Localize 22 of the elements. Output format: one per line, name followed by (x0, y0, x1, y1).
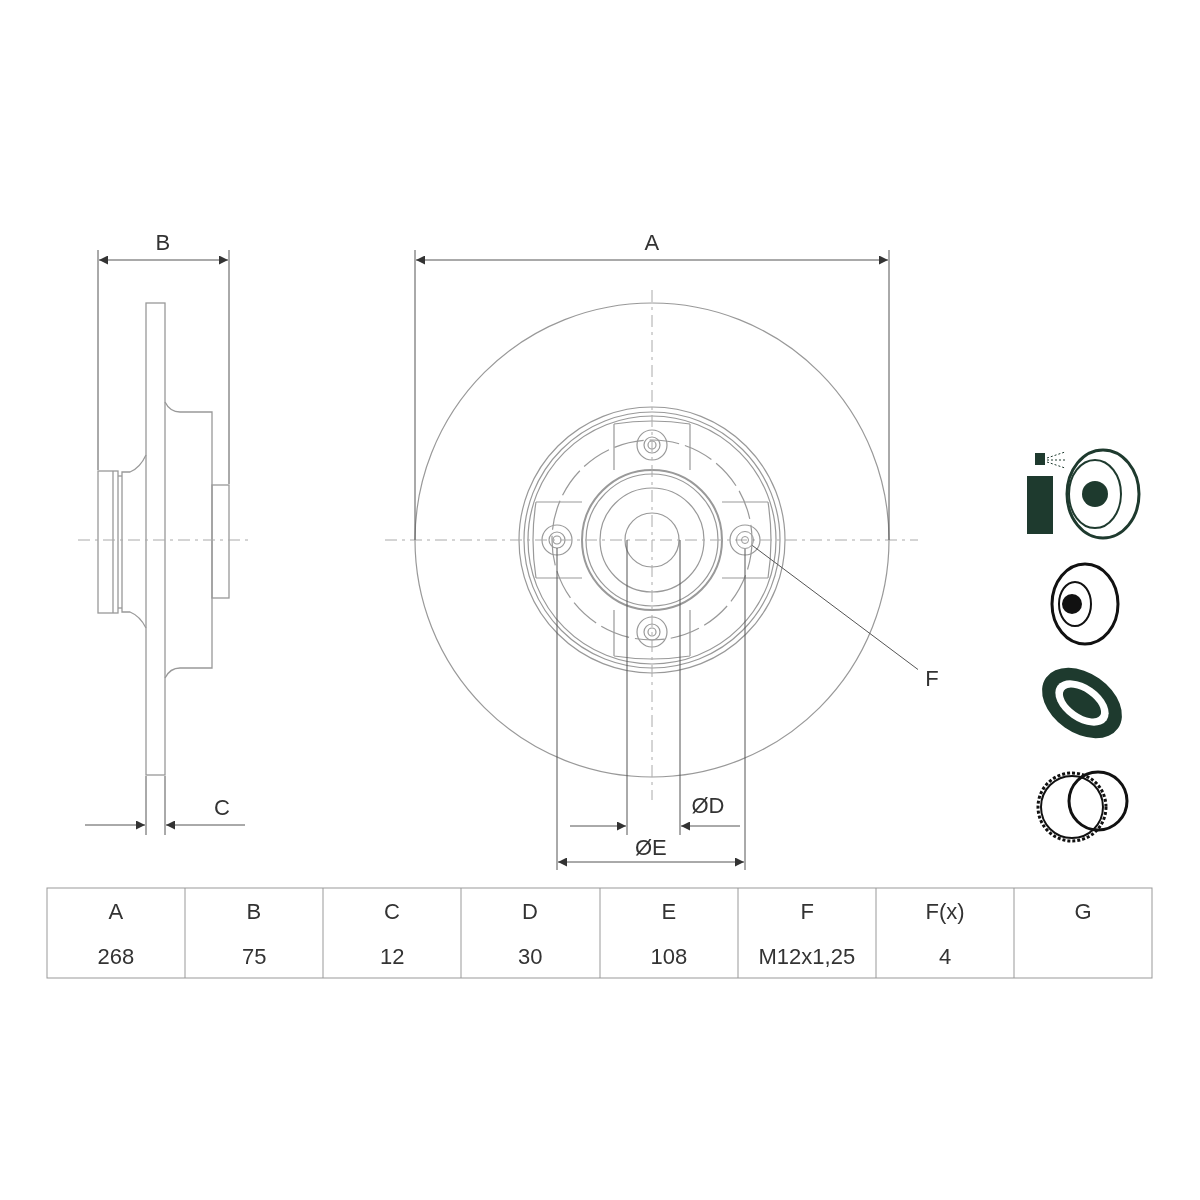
table-header: E (661, 899, 677, 925)
dimension-label: A (644, 230, 660, 256)
dimension-label: C (214, 795, 230, 821)
table-header: D (522, 899, 538, 925)
table-value: M12x1,25 (758, 944, 856, 970)
table-value: 4 (939, 944, 952, 970)
table-value: 30 (518, 944, 543, 970)
table-header: F(x) (925, 899, 965, 925)
table-header: A (108, 899, 124, 925)
leader-line (751, 544, 919, 670)
table-value: 12 (380, 944, 405, 970)
table-value: 268 (97, 944, 135, 970)
table-value: 75 (242, 944, 267, 970)
table-header: F (800, 899, 814, 925)
dimension-label: ØE (635, 835, 667, 861)
dimension-label: B (155, 230, 171, 256)
table-header: B (246, 899, 262, 925)
table-value: 108 (650, 944, 688, 970)
table-header: C (384, 899, 400, 925)
callout-letter: F (918, 666, 946, 694)
table-header: G (1074, 899, 1092, 925)
dimension-label: ØD (691, 793, 725, 819)
